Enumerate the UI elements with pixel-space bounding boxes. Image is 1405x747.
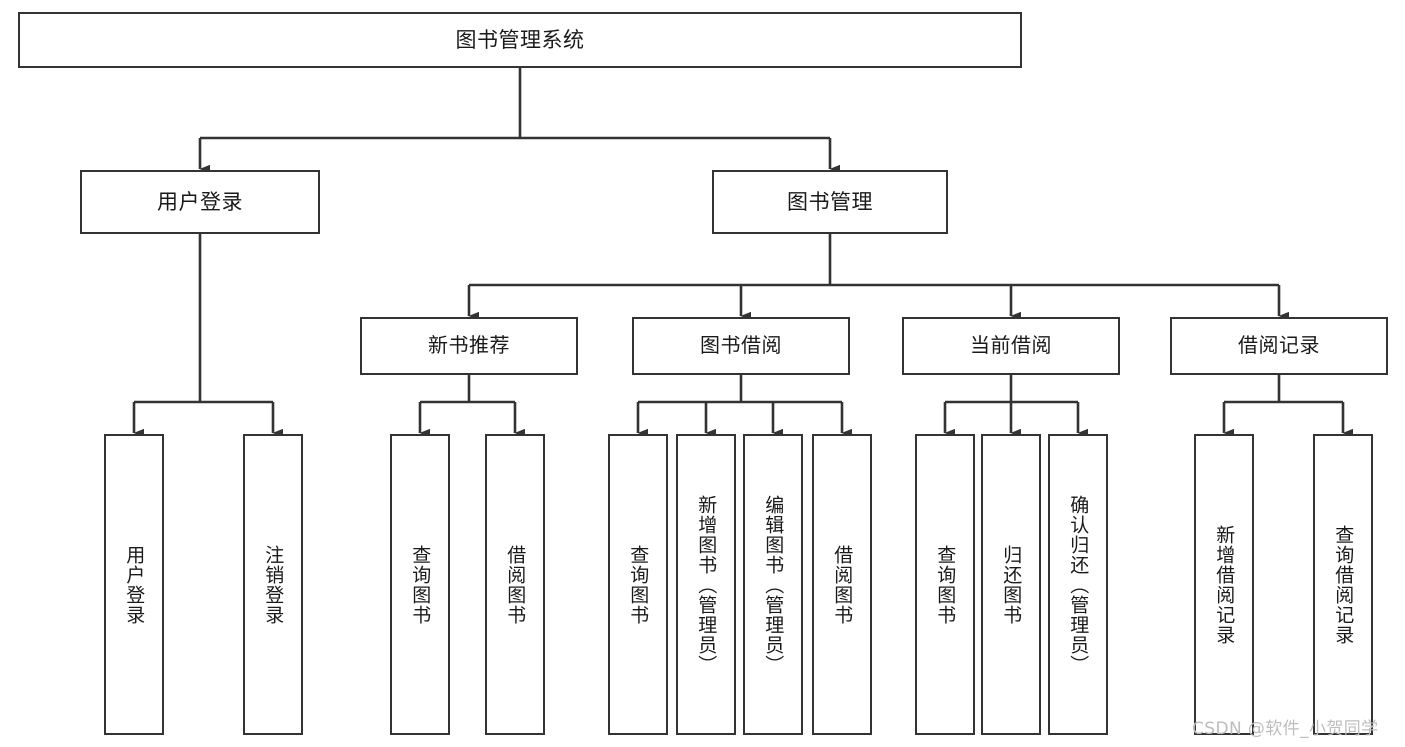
node-leaf-user-login[interactable]: 用户登录 bbox=[104, 434, 164, 735]
node-label-leaf-cur-query: 查询图书 bbox=[934, 544, 957, 625]
node-leaf-rec-query2[interactable]: 查询借阅记录 bbox=[1313, 434, 1373, 735]
node-label-leaf-user-logout: 注销登录 bbox=[262, 544, 285, 625]
node-leaf-borrow-edit[interactable]: 编辑图书（管理员） bbox=[743, 434, 803, 735]
node-label-leaf-rec-query2: 查询借阅记录 bbox=[1332, 524, 1355, 645]
node-label-leaf-cur-return: 归还图书 bbox=[1000, 544, 1023, 625]
node-leaf-borrow-query[interactable]: 查询图书 bbox=[608, 434, 668, 735]
node-borrow-record[interactable]: 借阅记录 bbox=[1170, 317, 1388, 375]
node-label-user-login: 用户登录 bbox=[157, 189, 243, 214]
node-leaf-cur-query[interactable]: 查询图书 bbox=[915, 434, 975, 735]
node-leaf-borrow-lend[interactable]: 借阅图书 bbox=[812, 434, 872, 735]
node-book-borrow[interactable]: 图书借阅 bbox=[632, 317, 850, 375]
node-label-root: 图书管理系统 bbox=[455, 27, 585, 52]
node-label-leaf-borrow-edit: 编辑图书（管理员） bbox=[762, 494, 785, 675]
node-label-borrow-record: 借阅记录 bbox=[1238, 333, 1320, 358]
node-root[interactable]: 图书管理系统 bbox=[18, 12, 1022, 68]
node-label-new-book-rec: 新书推荐 bbox=[428, 333, 510, 358]
node-leaf-rec-borrow[interactable]: 借阅图书 bbox=[485, 434, 545, 735]
node-leaf-cur-return[interactable]: 归还图书 bbox=[981, 434, 1041, 735]
node-label-leaf-user-login: 用户登录 bbox=[123, 544, 146, 625]
node-label-current-borrow: 当前借阅 bbox=[970, 333, 1052, 358]
node-user-login[interactable]: 用户登录 bbox=[80, 170, 320, 234]
node-label-leaf-borrow-query: 查询图书 bbox=[627, 544, 650, 625]
node-leaf-user-logout[interactable]: 注销登录 bbox=[243, 434, 303, 735]
node-leaf-borrow-add[interactable]: 新增图书（管理员） bbox=[676, 434, 736, 735]
node-label-leaf-rec-borrow: 借阅图书 bbox=[504, 544, 527, 625]
node-label-leaf-borrow-lend: 借阅图书 bbox=[831, 544, 854, 625]
node-leaf-rec-add[interactable]: 新增借阅记录 bbox=[1194, 434, 1254, 735]
node-new-book-rec[interactable]: 新书推荐 bbox=[360, 317, 578, 375]
node-book-manage[interactable]: 图书管理 bbox=[712, 170, 948, 234]
node-label-book-borrow: 图书借阅 bbox=[700, 333, 782, 358]
node-label-book-manage: 图书管理 bbox=[787, 189, 873, 214]
node-label-leaf-rec-add: 新增借阅记录 bbox=[1213, 524, 1236, 645]
node-leaf-rec-query[interactable]: 查询图书 bbox=[390, 434, 450, 735]
node-leaf-cur-confirm[interactable]: 确认归还（管理员） bbox=[1048, 434, 1108, 735]
node-current-borrow[interactable]: 当前借阅 bbox=[902, 317, 1120, 375]
node-label-leaf-rec-query: 查询图书 bbox=[409, 544, 432, 625]
node-label-leaf-borrow-add: 新增图书（管理员） bbox=[695, 494, 718, 675]
node-label-leaf-cur-confirm: 确认归还（管理员） bbox=[1067, 494, 1090, 675]
